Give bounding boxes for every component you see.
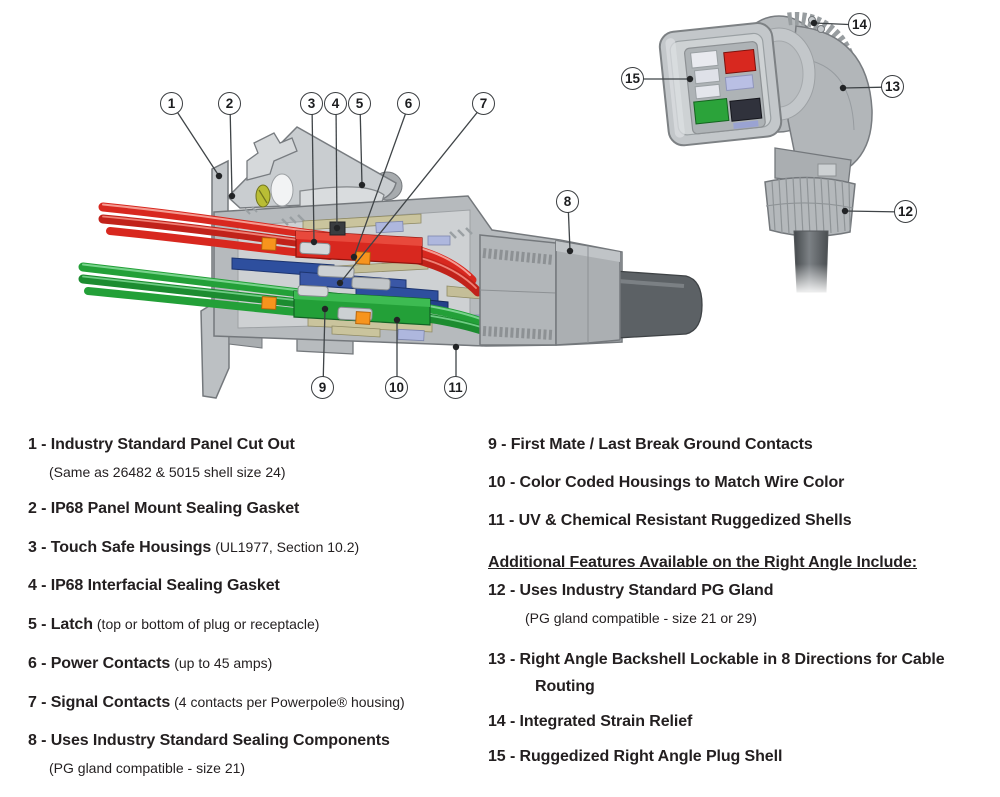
legend-item-14-label: 14 - Integrated Strain Relief [488, 713, 693, 730]
legend-item-13-label: 13 - Right Angle Backshell Lockable in 8… [488, 651, 945, 695]
callout-4-number: 4 [331, 95, 340, 111]
legend-item-12-label: 12 - Uses Industry Standard PG Gland [488, 582, 774, 599]
callout-10-number: 10 [388, 379, 405, 395]
legend-item-8-sub: (PG gland compatible - size 21) [49, 760, 246, 776]
leader-dots [215, 19, 849, 351]
diagram-canvas [78, 11, 907, 399]
callout-1-number: 1 [167, 95, 176, 111]
callout-14-number: 14 [851, 16, 868, 32]
legend-column-right: 9 - First Mate / Last Break Ground Conta… [488, 436, 994, 796]
legend-item-5: 5 - Latch(top or bottom of plug or recep… [28, 615, 482, 634]
right-angle-features-heading: Additional Features Available on the Rig… [488, 554, 918, 571]
legend-item-7-note: (4 contacts per Powerpole® housing) [174, 694, 405, 710]
callout-7-number: 7 [479, 95, 488, 111]
red-power-housing [295, 230, 423, 265]
callout-7: 7 [472, 92, 495, 115]
callout-2-number: 2 [225, 95, 234, 111]
panel-connector-illustration [78, 126, 703, 399]
latch-clip [246, 132, 298, 181]
plug-shell-face [658, 22, 783, 147]
legend-item-6: 6 - Power Contacts(up to 45 amps) [28, 654, 482, 673]
callout-8: 8 [556, 190, 579, 213]
legend-item-4: 4 - IP68 Interfacial Sealing Gasket [28, 577, 482, 595]
legend-item-12: 12 - Uses Industry Standard PG Gland (PG… [488, 582, 994, 626]
legend-item-7-label: 7 - Signal Contacts [28, 694, 171, 711]
callout-11-number: 11 [448, 379, 463, 395]
legend-item-15: 15 - Ruggedized Right Angle Plug Shell [488, 748, 994, 766]
legend-item-1-label: 1 - Industry Standard Panel Cut Out [28, 436, 295, 453]
legend-column-left: 1 - Industry Standard Panel Cut Out (Sam… [28, 436, 482, 796]
right-angle-plug-illustration [658, 11, 873, 294]
callout-6-number: 6 [404, 95, 413, 111]
legend-item-2: 2 - IP68 Panel Mount Sealing Gasket [28, 500, 482, 518]
legend-item-14: 14 - Integrated Strain Relief [488, 713, 994, 731]
callout-11: 11 [444, 376, 467, 399]
legend-item-3-note: (UL1977, Section 10.2) [215, 539, 360, 555]
legend-item-1: 1 - Industry Standard Panel Cut Out (Sam… [28, 436, 482, 480]
green-housing [693, 98, 730, 125]
legend-item-5-label: 5 - Latch [28, 616, 93, 633]
legend-item-7: 7 - Signal Contacts(4 contacts per Power… [28, 693, 482, 712]
legend-item-8: 8 - Uses Industry Standard Sealing Compo… [28, 732, 482, 776]
gland-locknut [555, 240, 621, 346]
callout-13: 13 [881, 75, 904, 98]
pg-gland-nut [764, 176, 856, 237]
legend-item-11-label: 11 - UV & Chemical Resistant Ruggedized … [488, 512, 852, 529]
callout-13-number: 13 [884, 78, 901, 94]
callout-3: 3 [300, 92, 323, 115]
leader-lines [171, 22, 907, 389]
legend-item-3: 3 - Touch Safe Housings(UL1977, Section … [28, 538, 482, 557]
callout-12: 12 [894, 200, 917, 223]
legend-item-2-label: 2 - IP68 Panel Mount Sealing Gasket [28, 500, 300, 517]
callout-2: 2 [218, 92, 241, 115]
callout-15-number: 15 [624, 70, 641, 86]
legend-item-4-label: 4 - IP68 Interfacial Sealing Gasket [28, 577, 280, 594]
legend-item-5-note: (top or bottom of plug or receptacle) [96, 616, 320, 632]
legend-item-10-label: 10 - Color Coded Housings to Match Wire … [488, 474, 845, 491]
callout-4: 4 [324, 92, 347, 115]
callout-12-number: 12 [897, 203, 914, 219]
legend-item-3-label: 3 - Touch Safe Housings [28, 539, 212, 556]
legend-item-11: 11 - UV & Chemical Resistant Ruggedized … [488, 512, 994, 530]
callout-14: 14 [848, 13, 871, 36]
legend-item-9-label: 9 - First Mate / Last Break Ground Conta… [488, 436, 813, 453]
strain-relief-screw [817, 25, 825, 33]
legend-item-13: 13 - Right Angle Backshell Lockable in 8… [488, 646, 994, 700]
feature-legend: 1 - Industry Standard Panel Cut Out (Sam… [28, 436, 994, 796]
black-housing [729, 97, 763, 122]
legend-item-6-note: (up to 45 amps) [174, 655, 273, 671]
legend-item-1-sub: (Same as 26482 & 5015 shell size 24) [49, 464, 286, 480]
callout-6: 6 [397, 92, 420, 115]
legend-item-8-label: 8 - Uses Industry Standard Sealing Compo… [28, 732, 390, 749]
orange-ferrules [261, 237, 371, 325]
callout-1: 1 [160, 92, 183, 115]
callout-8-number: 8 [563, 193, 572, 209]
callout-15: 15 [621, 67, 644, 90]
legend-item-10: 10 - Color Coded Housings to Match Wire … [488, 474, 994, 492]
callout-5-number: 5 [355, 95, 364, 111]
callout-3-number: 3 [307, 95, 316, 111]
callout-9-number: 9 [318, 379, 327, 395]
sealing-gland [479, 234, 557, 346]
legend-item-9: 9 - First Mate / Last Break Ground Conta… [488, 436, 994, 454]
callout-10: 10 [385, 376, 408, 399]
red-housing [723, 48, 757, 75]
callout-5: 5 [348, 92, 371, 115]
legend-item-15-label: 15 - Ruggedized Right Angle Plug Shell [488, 748, 783, 765]
legend-item-12-sub: (PG gland compatible - size 21 or 29) [525, 610, 757, 626]
legend-item-6-label: 6 - Power Contacts [28, 655, 171, 672]
callout-9: 9 [311, 376, 334, 399]
